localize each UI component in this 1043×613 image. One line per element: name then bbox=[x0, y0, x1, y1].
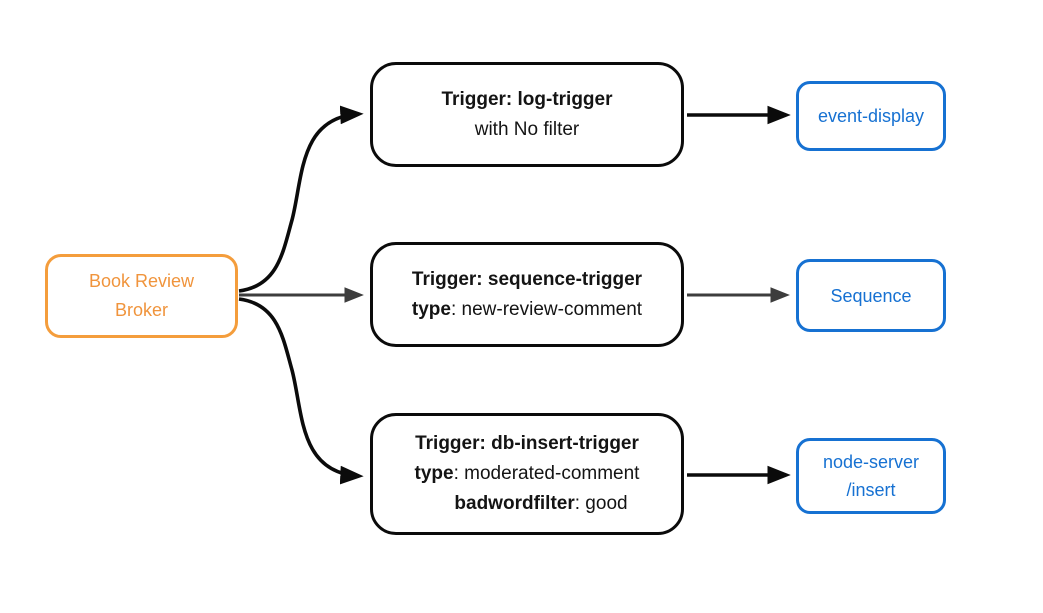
sink-node-server-label-line1: node-server bbox=[822, 452, 920, 472]
trigger-log-title: Trigger: log-trigger bbox=[441, 88, 613, 110]
sink-sequence-label: Sequence bbox=[830, 285, 912, 306]
trigger-sequence-type-text: type: new-review-comment bbox=[411, 298, 643, 320]
sink-sequence-node: Sequence bbox=[796, 259, 946, 332]
sink-node-server-label-line2: /insert bbox=[846, 480, 896, 500]
trigger-log-filter-text: with No filter bbox=[474, 118, 580, 140]
trigger-log-node: Trigger: log-trigger with No filter bbox=[370, 62, 684, 167]
trigger-db-insert-title: Trigger: db-insert-trigger bbox=[415, 433, 639, 454]
broker-label-line2: Broker bbox=[114, 300, 168, 320]
sink-node-server-node: node-server /insert bbox=[796, 438, 946, 514]
trigger-sequence-node: Trigger: sequence-trigger type: new-revi… bbox=[370, 242, 684, 347]
edge-broker-to-trigger-db-insert bbox=[238, 297, 364, 485]
broker-node: Book Review Broker bbox=[45, 254, 238, 338]
sink-event-display-node: event-display bbox=[796, 81, 946, 151]
sink-event-display-label: event-display bbox=[817, 106, 925, 126]
trigger-db-insert-node: Trigger: db-insert-trigger type: moderat… bbox=[370, 413, 684, 535]
trigger-sequence-title: Trigger: sequence-trigger bbox=[411, 268, 643, 290]
edge-broker-to-trigger-log bbox=[238, 105, 364, 293]
trigger-db-insert-type-text: type: moderated-comment bbox=[414, 463, 640, 484]
trigger-db-insert-badwordfilter-text: badwordfilter: good bbox=[454, 493, 628, 514]
broker-label-line1: Book Review bbox=[88, 271, 195, 291]
